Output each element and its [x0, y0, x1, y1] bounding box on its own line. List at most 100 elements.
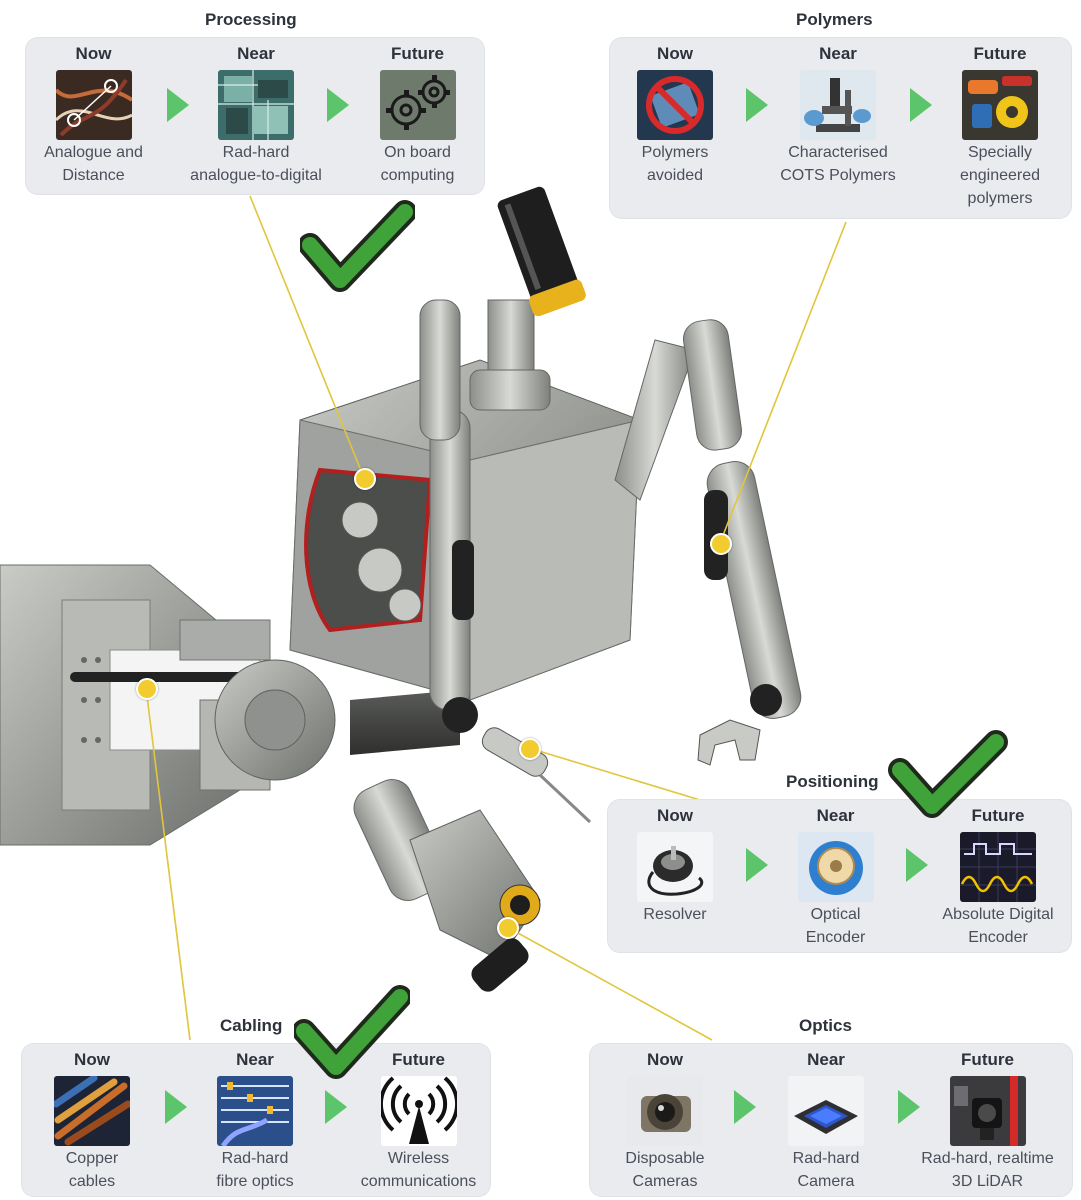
stage-label: Rad-hard	[221, 1150, 289, 1167]
stage-header-near: Near	[236, 1050, 274, 1069]
stage-header-near: Near	[237, 44, 275, 63]
stage-label: Encoder	[805, 929, 866, 946]
optics-near: Near Rad-hard Camera	[758, 1044, 894, 1192]
arrow-right-icon	[746, 848, 768, 882]
stage-label: Optical	[810, 906, 861, 923]
stage-label: analogue-to-digital	[190, 167, 322, 184]
polymers-near: Near Characterised COTS Polymers	[762, 38, 914, 186]
stage-header-near: Near	[816, 806, 855, 825]
stage-label: COTS Polymers	[780, 167, 896, 184]
optics-now: Now Disposable Cameras	[590, 1044, 740, 1192]
cabling-panel: Now Copper cables Near	[22, 1044, 490, 1196]
optics-future: Future Rad-hard, realtime 3D LiDAR	[905, 1044, 1070, 1192]
stage-label: fibre optics	[216, 1173, 294, 1190]
stage-label: polymers	[967, 190, 1033, 207]
stage-label: cables	[68, 1173, 116, 1190]
optics-title: Optics	[799, 1016, 852, 1035]
stage-label: Absolute Digital	[942, 906, 1054, 923]
cabling-now: Now Copper cables	[22, 1044, 162, 1192]
engineered-polymer-parts-image	[962, 70, 1038, 140]
stage-label: engineered	[959, 167, 1041, 184]
processing-title: Processing	[205, 10, 297, 29]
arrow-right-icon	[906, 848, 928, 882]
stage-label: Characterised	[788, 144, 888, 161]
positioning-now: Now Resolver	[608, 800, 742, 925]
no-polymer-symbol-image	[637, 70, 713, 140]
stage-header-now: Now	[657, 806, 693, 825]
copper-cables-image	[54, 1076, 130, 1146]
stage-header-near: Near	[819, 44, 857, 63]
gears-on-chip-image	[379, 70, 456, 140]
stage-header-now: Now	[657, 44, 693, 63]
stage-label: Encoder	[968, 929, 1028, 946]
stage-label: Copper	[65, 1150, 119, 1167]
stage-header-future: Future	[971, 806, 1025, 825]
positioning-future: Future Absolute Digital Encoder	[928, 800, 1068, 948]
checkmark-icon	[294, 985, 410, 1079]
circuit-board-image	[218, 70, 294, 140]
microscope-lab-image	[800, 70, 876, 140]
stage-label: On board	[384, 144, 451, 161]
arrow-right-icon	[898, 1090, 920, 1124]
optics-panel: Now Disposable Cameras Near	[590, 1044, 1072, 1196]
checkmark-icon	[888, 730, 1008, 818]
resolver-device-image	[637, 832, 713, 902]
processing-near: Near Rad-hard analogue-to-digital	[176, 38, 336, 186]
polymers-now: Now Polymers avoided	[610, 38, 740, 186]
stage-header-future: Future	[973, 44, 1027, 63]
image-sensor-image	[788, 1076, 864, 1146]
stage-header-future: Future	[961, 1050, 1014, 1069]
cabling-future: Future Wireless communications	[347, 1044, 490, 1192]
processing-future: Future On board computi	[351, 38, 484, 186]
stage-label: Disposable	[625, 1150, 705, 1167]
stage-header-near: Near	[807, 1050, 845, 1069]
tangled-wires-map-pins-image	[55, 70, 132, 140]
stage-label: Wireless	[387, 1150, 450, 1167]
optics-callout-dot	[497, 917, 519, 939]
arrow-right-icon	[167, 88, 189, 122]
stage-header-now: Now	[647, 1050, 683, 1069]
stage-label: Cameras	[632, 1173, 698, 1190]
oscilloscope-waveform-image	[960, 832, 1036, 902]
stage-label: communications	[360, 1173, 477, 1190]
stage-label: 3D LiDAR	[951, 1173, 1024, 1190]
polymers-panel: Now Polymers avoided Near	[610, 38, 1071, 218]
arrow-right-icon	[746, 88, 768, 122]
arrow-right-icon	[165, 1090, 187, 1124]
processing-panel: Now Analogue and Distance Near	[26, 38, 484, 194]
positioning-near: Near Optical Encoder	[768, 800, 903, 948]
stage-label: avoided	[646, 167, 704, 184]
stage-label: Rad-hard	[792, 1150, 860, 1167]
cabling-title: Cabling	[220, 1016, 283, 1035]
stage-label: Polymers	[641, 144, 709, 161]
positioning-title: Positioning	[786, 772, 879, 791]
arrow-right-icon	[910, 88, 932, 122]
wireless-antenna-icon	[380, 1076, 457, 1146]
stage-header-future: Future	[392, 1050, 445, 1069]
stage-label: Rad-hard, realtime	[921, 1150, 1054, 1167]
stage-header-future: Future	[391, 44, 444, 63]
stage-label: Analogue and	[44, 144, 143, 161]
stage-label: Resolver	[643, 906, 707, 923]
fibre-optic-patch-image	[217, 1076, 293, 1146]
arrow-right-icon	[734, 1090, 756, 1124]
optical-encoder-image	[797, 832, 874, 902]
polymers-title: Polymers	[796, 10, 873, 29]
checkmark-icon	[300, 200, 415, 292]
processing-callout-dot	[354, 468, 376, 490]
arrow-right-icon	[327, 88, 349, 122]
cabling-near: Near Rad-hard fibre optics	[185, 1044, 325, 1192]
polymers-callout-dot	[710, 533, 732, 555]
stage-label: Rad-hard	[222, 144, 290, 161]
arrow-right-icon	[325, 1090, 347, 1124]
camera-lens-image	[627, 1076, 703, 1146]
positioning-panel: Now Resolver Near	[608, 800, 1071, 952]
stage-label: Camera	[797, 1173, 855, 1190]
processing-now: Now Analogue and Distance	[26, 38, 161, 186]
polymers-future: Future Specially engineered polymers	[935, 38, 1065, 209]
cabling-callout-dot	[136, 678, 158, 700]
stage-label: Specially	[967, 144, 1033, 161]
positioning-callout-dot	[519, 738, 541, 760]
